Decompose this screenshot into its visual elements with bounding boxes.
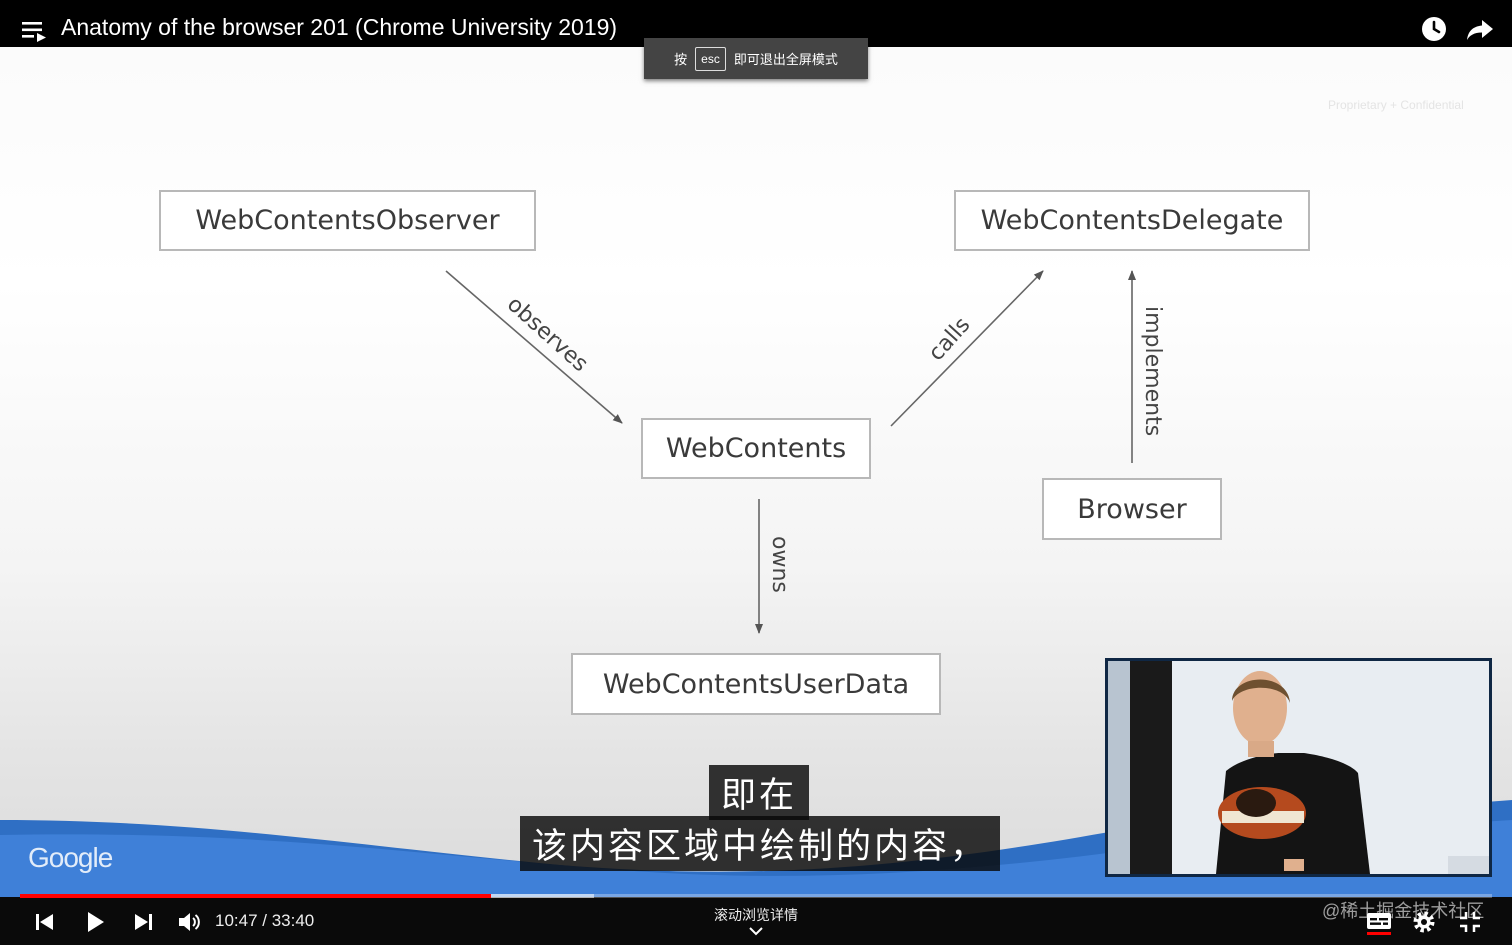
speaker-video-pip	[1105, 658, 1492, 877]
site-watermark: @稀土掘金技术社区	[1322, 901, 1485, 921]
speaker-figure	[1108, 661, 1489, 874]
progress-played[interactable]	[20, 894, 491, 898]
observes-arrow	[445, 270, 623, 424]
watch-later-icon[interactable]	[1421, 16, 1447, 42]
play-icon[interactable]	[82, 909, 108, 935]
fullscreen-exit-hint: 按 esc 即可退出全屏模式	[644, 38, 868, 79]
exit-fullscreen-icon[interactable]	[1457, 909, 1483, 935]
calls-arrow	[890, 270, 1044, 427]
owns-label: owns	[767, 536, 792, 593]
implements-label: implements	[1140, 306, 1165, 436]
observes-label: observes	[502, 292, 593, 377]
subtitle-line-2: 该内容区域中绘制的内容，	[520, 816, 1001, 871]
fullscreen-hint-prefix: 按	[674, 52, 688, 67]
time-display: 10:47 / 33:40	[215, 911, 315, 930]
scroll-for-details[interactable]: 滚动浏览详情	[714, 907, 798, 923]
playlist-icon[interactable]	[22, 20, 46, 42]
settings-gear-icon[interactable]	[1411, 909, 1437, 935]
web-contents-user-data-box: WebContentsUserData	[571, 653, 941, 715]
next-icon[interactable]	[130, 909, 156, 935]
progress-track[interactable]	[20, 894, 1492, 898]
slide-watermark: Proprietary + Confidential	[1328, 98, 1464, 112]
previous-icon[interactable]	[32, 909, 58, 935]
web-contents-box: WebContents	[641, 418, 871, 479]
subtitles-icon[interactable]	[1366, 909, 1392, 935]
fullscreen-hint-suffix: 即可退出全屏模式	[733, 52, 838, 67]
browser-box: Browser	[1042, 478, 1222, 540]
share-icon[interactable]	[1466, 18, 1494, 42]
esc-key-badge: esc	[695, 46, 726, 71]
video-title[interactable]: Anatomy of the browser 201 (Chrome Unive…	[61, 14, 618, 40]
web-contents-observer-box: WebContentsObserver	[159, 190, 536, 251]
subtitle-line-1: 即在	[709, 765, 810, 820]
calls-label: calls	[924, 313, 976, 366]
google-logo: Google	[28, 842, 113, 873]
chevron-down-icon[interactable]	[748, 926, 764, 936]
web-contents-delegate-box: WebContentsDelegate	[954, 190, 1310, 251]
volume-icon[interactable]	[176, 909, 202, 935]
player-control-bar	[0, 897, 1512, 945]
player-top-bar: Anatomy of the browser 201 (Chrome Unive…	[0, 0, 1512, 47]
